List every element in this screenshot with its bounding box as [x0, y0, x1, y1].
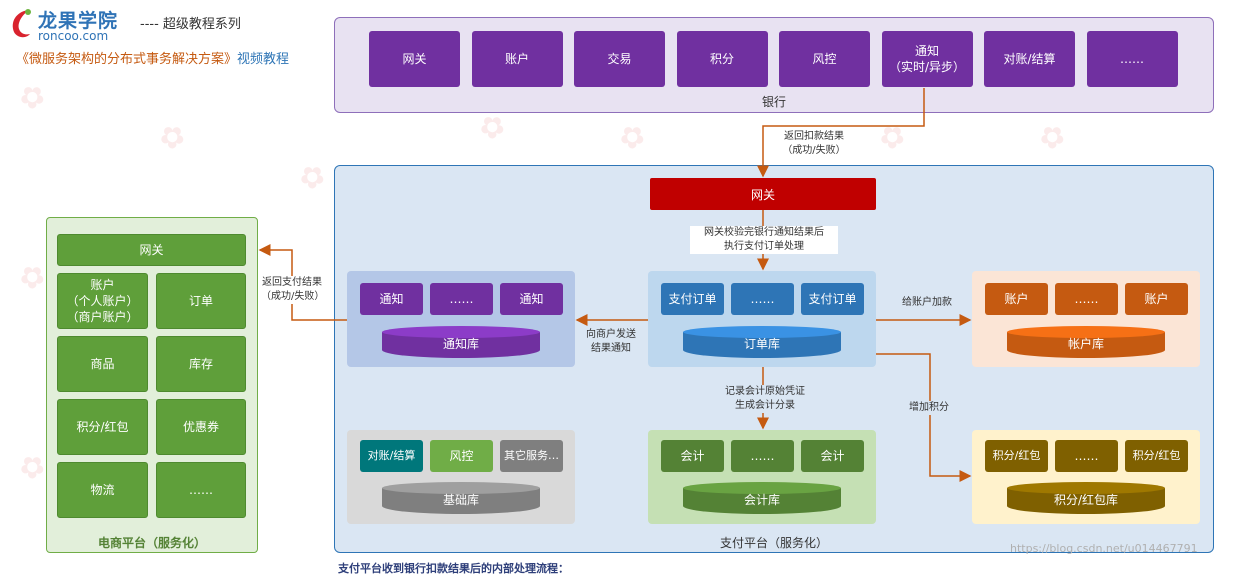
accounting-db-label: 会计库 [743, 493, 780, 507]
payment-label: 支付平台（服务化） [719, 536, 828, 550]
ecommerce-item: …… [156, 462, 246, 518]
account-item: 账户 [1125, 283, 1188, 315]
notify-item: 通知 [500, 283, 563, 315]
accounting-item: 会计 [801, 440, 864, 472]
account-db-label: 帐户库 [1067, 337, 1104, 351]
ecommerce-item: 商品 [57, 336, 148, 392]
ecommerce-item: 积分/红包 [57, 399, 148, 455]
label-bank-to-gateway: 返回扣款结果 （成功/失败） [774, 130, 854, 158]
course-suffix: 视频教程 [237, 52, 290, 67]
order-db-label: 订单库 [743, 337, 780, 351]
ecommerce-item: 订单 [156, 273, 246, 329]
accounting-db: 会计库 [683, 482, 841, 514]
account-db: 帐户库 [1007, 326, 1165, 358]
order-item: 支付订单 [661, 283, 724, 315]
points-item: …… [1055, 440, 1118, 472]
points-db-label: 积分/红包库 [1053, 493, 1119, 507]
bank-label: 银行 [761, 95, 786, 109]
base-db: 基础库 [382, 482, 540, 514]
account-item: 账户 [985, 283, 1048, 315]
bank-item: 通知 （实时/异步） [881, 31, 973, 87]
logo-cn: 龙果学院 [38, 10, 119, 32]
base-item: 风控 [430, 440, 493, 472]
label-gateway-to-order: 网关校验完银行通知结果后 执行支付订单处理 [690, 226, 838, 254]
course-name: 《微服务架构的分布式事务解决方案》 [16, 52, 238, 67]
points-db: 积分/红包库 [1007, 482, 1165, 514]
logo-en: roncoo.com [38, 29, 109, 43]
logo-icon [8, 6, 36, 40]
label-to-account: 给账户加款 [896, 296, 958, 310]
base-db-label: 基础库 [442, 493, 479, 507]
ecommerce-item: 物流 [57, 462, 148, 518]
arrow-order-to-points [876, 353, 972, 482]
order-db: 订单库 [683, 326, 841, 358]
ecommerce-gateway: 网关 [57, 234, 246, 266]
ecommerce-item: 优惠券 [156, 399, 246, 455]
logo: 龙果学院 roncoo.com [8, 4, 138, 44]
bank-item: 对账/结算 [984, 31, 1075, 87]
course-title: 《微服务架构的分布式事务解决方案》视频教程 [16, 48, 289, 67]
base-item: 其它服务… [500, 440, 563, 472]
ecommerce-label: 电商平台（服务化） [97, 536, 206, 550]
account-item: …… [1055, 283, 1118, 315]
base-item: 对账/结算 [360, 440, 423, 472]
bank-item: 积分 [676, 31, 768, 87]
label-to-points: 增加积分 [905, 401, 953, 415]
accounting-item: …… [731, 440, 794, 472]
label-order-to-notify: 向商户发送 结果通知 [580, 328, 642, 356]
bank-item: 风控 [779, 31, 870, 87]
ecommerce-item: 库存 [156, 336, 246, 392]
bank-item: …… [1086, 31, 1178, 87]
points-item: 积分/红包 [1125, 440, 1188, 472]
accounting-item: 会计 [661, 440, 724, 472]
notify-db: 通知库 [382, 326, 540, 358]
notify-item: 通知 [360, 283, 423, 315]
arrow-bank-to-gateway [757, 88, 925, 178]
label-to-ecommerce: 返回支付结果 （成功/失败） [261, 276, 325, 304]
series-title: ---- 超级教程系列 [140, 17, 241, 32]
bank-item: 交易 [574, 31, 665, 87]
bank-item: 账户 [471, 31, 563, 87]
ecommerce-item: 账户 （个人账户） （商户账户） [57, 273, 148, 329]
bottom-text: 支付平台收到银行扣款结果后的内部处理流程： [338, 562, 569, 575]
bank-item: 网关 [369, 31, 460, 87]
points-item: 积分/红包 [985, 440, 1048, 472]
csdn-watermark: https://blog.csdn.net/u014467791 [1010, 542, 1198, 555]
payment-gateway: 网关 [650, 178, 876, 210]
order-item: …… [731, 283, 794, 315]
order-item: 支付订单 [801, 283, 864, 315]
label-to-accounting: 记录会计原始凭证 生成会计分录 [718, 385, 812, 413]
notify-db-label: 通知库 [442, 337, 479, 351]
notify-item: …… [430, 283, 493, 315]
